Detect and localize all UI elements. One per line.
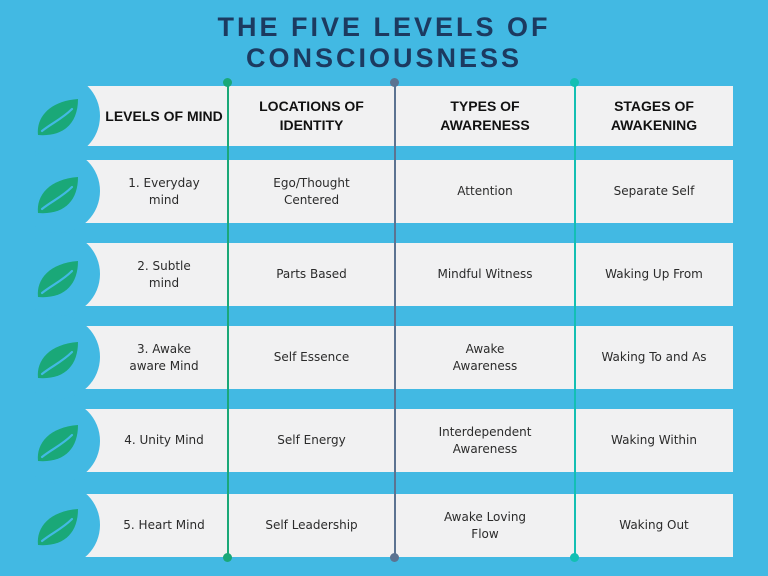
divider-dot <box>390 78 399 87</box>
table-row: 5. Heart Mind Self Leadership Awake Lovi… <box>78 494 733 557</box>
table-row: 1. Everyday mind Ego/Thought Centered At… <box>78 160 733 223</box>
divider-dot <box>223 553 232 562</box>
level-cell: 3. Awake aware Mind <box>129 341 199 373</box>
header-levels-of-mind: LEVELS OF MIND <box>105 107 223 124</box>
column-divider-3 <box>574 83 576 558</box>
divider-dot <box>390 553 399 562</box>
awareness-cell: Awake Loving Flow <box>443 509 527 541</box>
level-cell: 2. Subtle mind <box>137 258 191 290</box>
awareness-cell: Attention <box>457 184 513 198</box>
table-row: 4. Unity Mind Self Energy Interdependent… <box>78 409 733 472</box>
column-divider-2 <box>394 83 396 558</box>
leaf-icon <box>37 99 78 136</box>
leaf-icon <box>37 425 78 462</box>
leaf-icon <box>37 261 78 298</box>
identity-cell: Self Energy <box>277 433 346 447</box>
awakening-cell: Waking To and As <box>601 350 707 364</box>
page-title: THE FIVE LEVELS OF CONSCIOUSNESS <box>0 12 768 74</box>
awareness-cell: Interdependent Awareness <box>438 424 532 456</box>
level-cell: 5. Heart Mind <box>123 518 205 532</box>
level-cell: 4. Unity Mind <box>124 433 204 447</box>
divider-dot <box>570 78 579 87</box>
awareness-cell: Mindful Witness <box>437 267 533 281</box>
awakening-cell: Waking Up From <box>605 267 703 281</box>
divider-dot <box>223 78 232 87</box>
identity-cell: Parts Based <box>276 267 347 281</box>
table-row: 3. Awake aware Mind Self Essence Awake A… <box>78 326 733 389</box>
table-row: 2. Subtle mind Parts Based Mindful Witne… <box>78 243 733 306</box>
awareness-cell: Awake Awareness <box>452 341 518 373</box>
level-cell: 1. Everyday mind <box>128 175 200 207</box>
awakening-cell: Waking Within <box>611 433 697 447</box>
leaf-icon <box>37 342 78 379</box>
title-line-2: CONSCIOUSNESS <box>245 43 523 73</box>
leaf-icon <box>37 177 78 214</box>
leaf-icon <box>37 509 78 546</box>
divider-dot <box>570 553 579 562</box>
column-divider-1 <box>227 83 229 558</box>
identity-cell: Self Leadership <box>265 518 358 532</box>
identity-cell: Self Essence <box>273 350 350 364</box>
identity-cell: Ego/Thought Centered <box>273 175 350 207</box>
title-line-1: THE FIVE LEVELS OF <box>217 12 551 42</box>
awakening-cell: Waking Out <box>619 518 689 532</box>
awakening-cell: Separate Self <box>613 184 695 198</box>
